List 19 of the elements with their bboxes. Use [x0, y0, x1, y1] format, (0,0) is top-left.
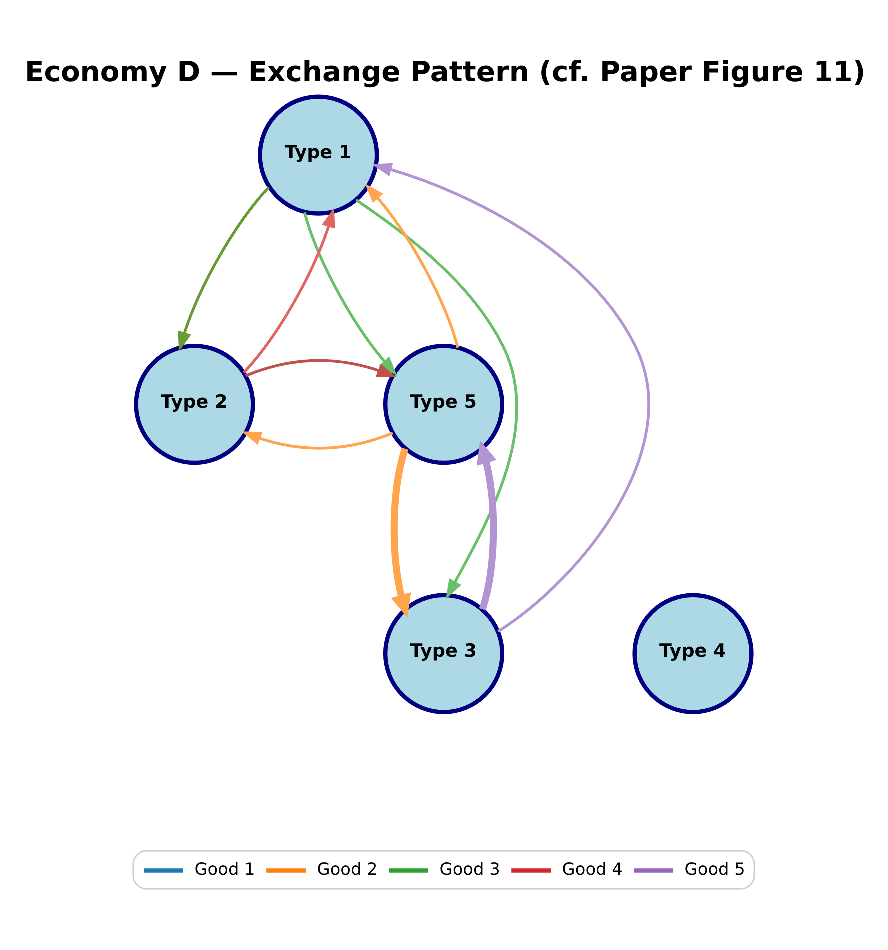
arrow	[372, 163, 650, 633]
legend-label: Good 1	[194, 859, 256, 880]
node-circle: Type 4	[632, 593, 754, 714]
arrow	[245, 359, 397, 378]
arrow	[242, 432, 394, 450]
legend-label: Good 4	[562, 859, 623, 880]
node-circle: Type 1	[258, 94, 380, 216]
legend-label: Good 3	[440, 859, 500, 880]
legend-label: Good 5	[684, 859, 746, 880]
diagram-title: Economy D — Exchange Pattern (cf. Paper Figure 11)	[25, 55, 866, 88]
arrow	[365, 184, 460, 348]
node-circle: Type 2	[134, 344, 256, 466]
arrow	[356, 199, 518, 600]
arrow	[178, 186, 270, 352]
legend-label: Good 2	[317, 859, 378, 880]
arrow	[303, 212, 398, 376]
arrow	[476, 440, 498, 611]
arrow	[242, 208, 336, 374]
arrow	[390, 448, 412, 618]
